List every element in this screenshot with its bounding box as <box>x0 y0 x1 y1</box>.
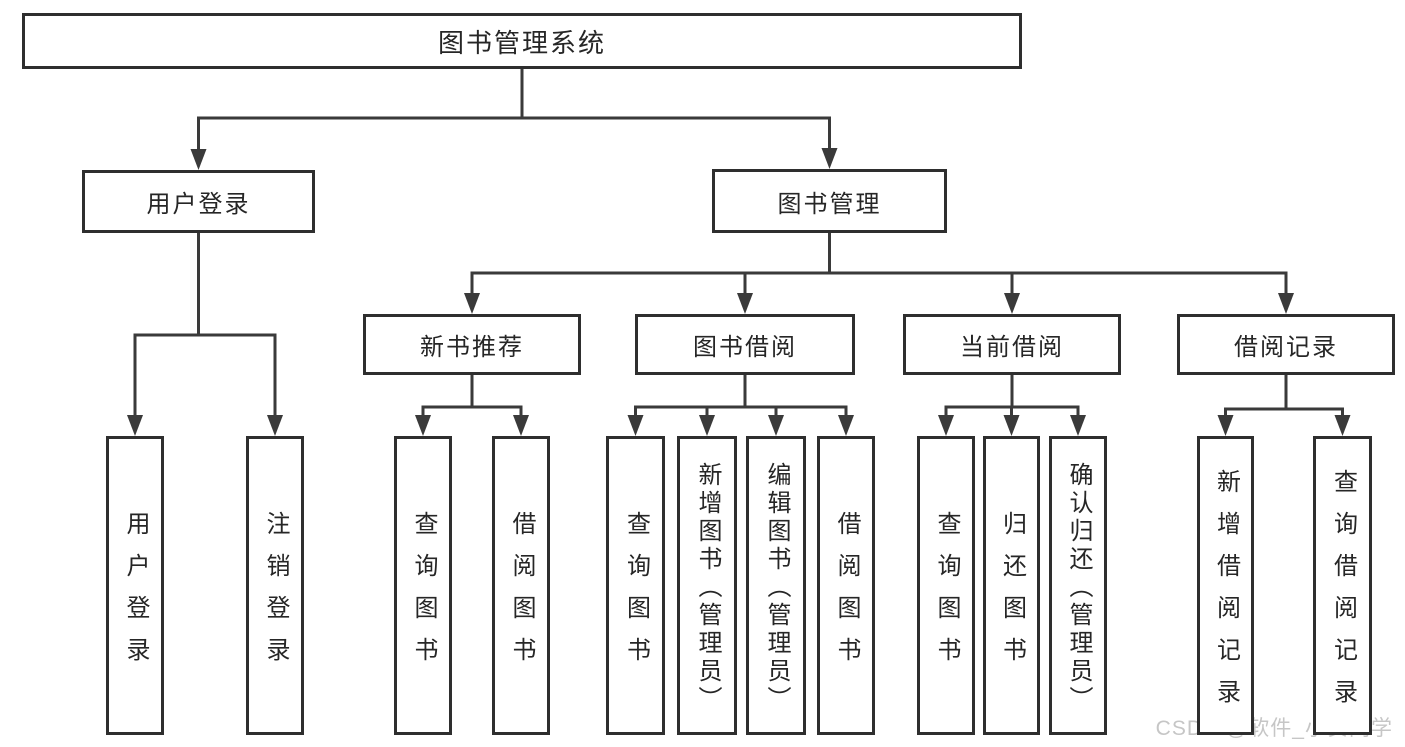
node-label: 新增借阅记录 <box>1212 468 1240 721</box>
node-current-borrow: 当前借阅 <box>903 314 1121 375</box>
arrowhead-icon <box>464 293 480 314</box>
node-leaf-logout: 注销登录 <box>246 436 304 735</box>
arrowhead-icon <box>1070 415 1086 436</box>
node-leaf-add-borrow-record: 新增借阅记录 <box>1197 436 1254 735</box>
node-root: 图书管理系统 <box>22 13 1022 69</box>
arrowhead-icon <box>513 415 529 436</box>
node-label: 新增图书（管理员） <box>694 461 721 714</box>
node-leaf-confirm-return: 确认归还（管理员） <box>1049 436 1107 735</box>
node-label: 图书管理系统 <box>437 27 606 58</box>
node-leaf-borrow-book-1: 借阅图书 <box>492 436 550 735</box>
arrowhead-icon <box>938 415 954 436</box>
node-borrow-records: 借阅记录 <box>1177 314 1395 375</box>
arrowhead-icon <box>768 415 784 436</box>
arrowhead-icon <box>190 149 207 170</box>
node-book-mgmt: 图书管理 <box>712 169 947 233</box>
node-leaf-edit-book: 编辑图书（管理员） <box>746 436 806 735</box>
node-label: 查询图书 <box>622 510 650 679</box>
node-label: 归还图书 <box>998 510 1026 679</box>
node-label: 借阅记录 <box>1234 334 1338 361</box>
node-label: 图书借阅 <box>693 334 797 361</box>
node-label: 借阅图书 <box>508 510 535 679</box>
node-book-borrow: 图书借阅 <box>635 314 855 375</box>
arrowhead-icon <box>415 415 431 436</box>
node-label: 借阅图书 <box>833 510 860 679</box>
node-leaf-query-book-1: 查询图书 <box>394 436 452 735</box>
arrowhead-icon <box>627 415 644 436</box>
arrowhead-icon <box>127 415 143 436</box>
arrowhead-icon <box>1278 293 1294 314</box>
arrowhead-icon <box>821 148 838 169</box>
node-label: 新书推荐 <box>420 334 524 361</box>
node-leaf-user-login: 用户登录 <box>106 436 164 735</box>
node-label: 图书管理 <box>777 190 882 218</box>
node-label: 注销登录 <box>262 510 289 679</box>
node-leaf-query-book-2: 查询图书 <box>606 436 665 735</box>
node-label: 确认归还（管理员） <box>1065 461 1092 714</box>
node-label: 查询图书 <box>410 510 437 679</box>
node-label: 用户登录 <box>122 510 149 679</box>
arrowhead-icon <box>699 415 715 436</box>
node-new-book-rec: 新书推荐 <box>363 314 581 375</box>
node-leaf-query-borrow-record: 查询借阅记录 <box>1313 436 1372 735</box>
node-label: 当前借阅 <box>960 334 1064 361</box>
node-leaf-return-book: 归还图书 <box>983 436 1040 735</box>
arrowhead-icon <box>737 293 753 314</box>
node-leaf-borrow-book-2: 借阅图书 <box>817 436 875 735</box>
node-user-login: 用户登录 <box>82 170 315 233</box>
node-label: 用户登录 <box>146 191 251 218</box>
node-label: 查询图书 <box>933 510 960 679</box>
arrowhead-icon <box>1003 415 1020 436</box>
node-leaf-query-book-3: 查询图书 <box>917 436 975 735</box>
node-label: 查询借阅记录 <box>1329 468 1357 721</box>
arrowhead-icon <box>267 415 283 436</box>
arrowhead-icon <box>838 415 854 436</box>
node-label: 编辑图书（管理员） <box>763 461 790 714</box>
arrowhead-icon <box>1004 293 1020 314</box>
arrowhead-icon <box>1217 415 1234 436</box>
node-leaf-add-book: 新增图书（管理员） <box>677 436 737 735</box>
arrowhead-icon <box>1334 415 1351 436</box>
